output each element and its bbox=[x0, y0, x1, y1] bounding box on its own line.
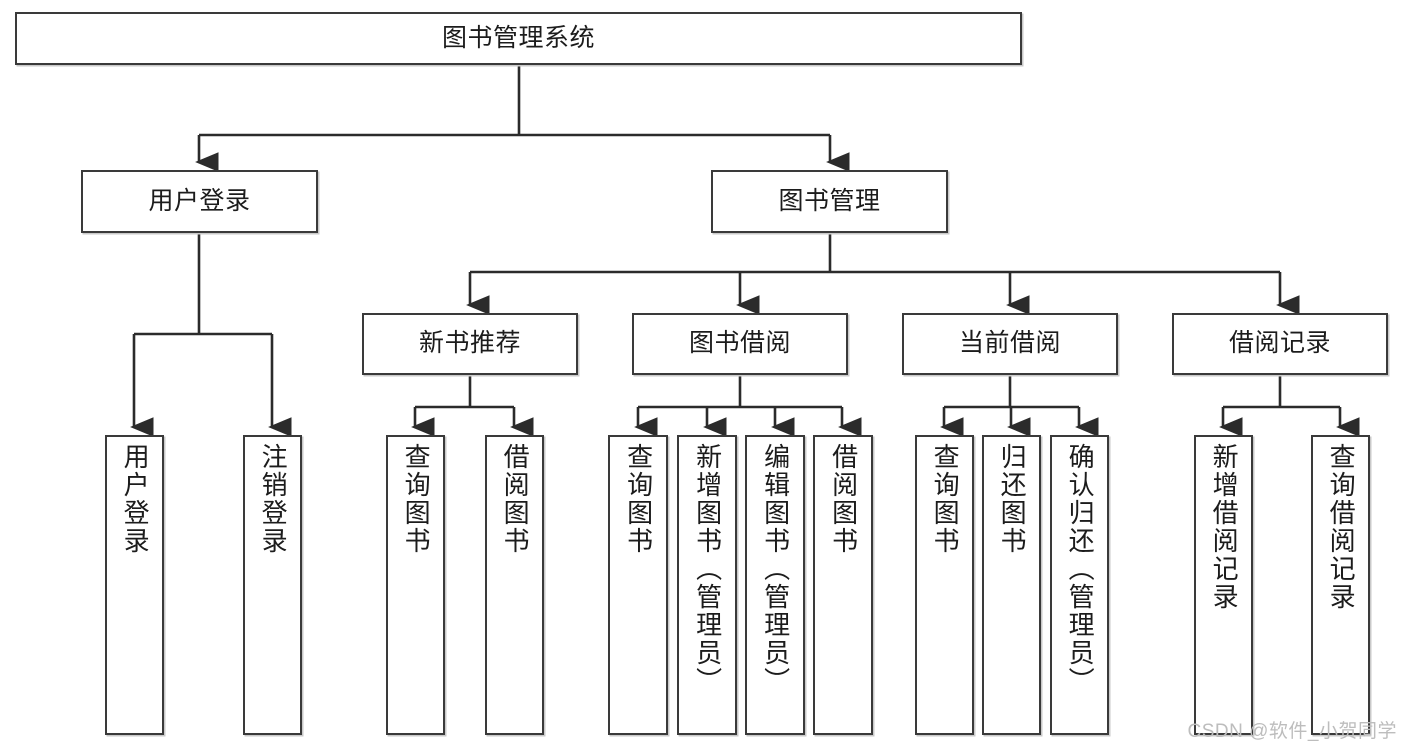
node-borrow-record[interactable]: 借阅记录 bbox=[1172, 313, 1388, 375]
node-label: 图书管理系统 bbox=[441, 23, 595, 52]
leaf-record-add-record[interactable]: 新增借阅记录 bbox=[1194, 435, 1253, 735]
node-label: 查询图书 bbox=[401, 443, 432, 555]
node-book-borrow[interactable]: 图书借阅 bbox=[632, 313, 848, 375]
leaf-recommend-borrow-book[interactable]: 借阅图书 bbox=[485, 435, 544, 735]
leaf-current-confirm-return-admin[interactable]: 确认归还（管理员） bbox=[1050, 435, 1109, 735]
node-new-book-recommend[interactable]: 新书推荐 bbox=[362, 313, 578, 375]
node-root-system[interactable]: 图书管理系统 bbox=[15, 12, 1022, 65]
csdn-watermark: CSDN @软件_小贺同学 bbox=[1187, 721, 1397, 742]
leaf-current-query-book[interactable]: 查询图书 bbox=[915, 435, 974, 735]
node-label: 查询借阅记录 bbox=[1326, 443, 1357, 611]
leaf-borrow-query-book[interactable]: 查询图书 bbox=[608, 435, 668, 735]
node-label: 归还图书 bbox=[997, 443, 1028, 555]
leaf-user-login-login[interactable]: 用户登录 bbox=[105, 435, 164, 735]
node-label: 查询图书 bbox=[930, 443, 961, 555]
leaf-borrow-add-book-admin[interactable]: 新增图书（管理员） bbox=[677, 435, 737, 735]
leaf-recommend-query-book[interactable]: 查询图书 bbox=[386, 435, 445, 735]
node-label: 编辑图书（管理员） bbox=[760, 443, 791, 695]
node-label: 当前借阅 bbox=[958, 329, 1061, 358]
node-label: 用户登录 bbox=[148, 186, 251, 215]
node-label: 新书推荐 bbox=[418, 329, 521, 358]
leaf-user-login-logout[interactable]: 注销登录 bbox=[243, 435, 302, 735]
node-label: 借阅记录 bbox=[1228, 329, 1331, 358]
node-label: 借阅图书 bbox=[500, 443, 531, 555]
node-label: 注销登录 bbox=[258, 443, 289, 555]
leaf-borrow-edit-book-admin[interactable]: 编辑图书（管理员） bbox=[745, 435, 805, 735]
node-label: 确认归还（管理员） bbox=[1065, 443, 1096, 695]
node-label: 图书借阅 bbox=[688, 329, 791, 358]
node-label: 用户登录 bbox=[120, 443, 151, 555]
node-book-management[interactable]: 图书管理 bbox=[711, 170, 948, 233]
node-label: 新增图书（管理员） bbox=[692, 443, 723, 695]
node-current-borrow[interactable]: 当前借阅 bbox=[902, 313, 1118, 375]
node-label: 查询图书 bbox=[623, 443, 654, 555]
node-user-login[interactable]: 用户登录 bbox=[81, 170, 318, 233]
leaf-current-return-book[interactable]: 归还图书 bbox=[982, 435, 1041, 735]
leaf-record-query-record[interactable]: 查询借阅记录 bbox=[1311, 435, 1370, 735]
node-label: 图书管理 bbox=[778, 186, 881, 215]
node-label: 新增借阅记录 bbox=[1209, 443, 1240, 611]
node-label: 借阅图书 bbox=[828, 443, 859, 555]
leaf-borrow-borrow-book[interactable]: 借阅图书 bbox=[813, 435, 873, 735]
